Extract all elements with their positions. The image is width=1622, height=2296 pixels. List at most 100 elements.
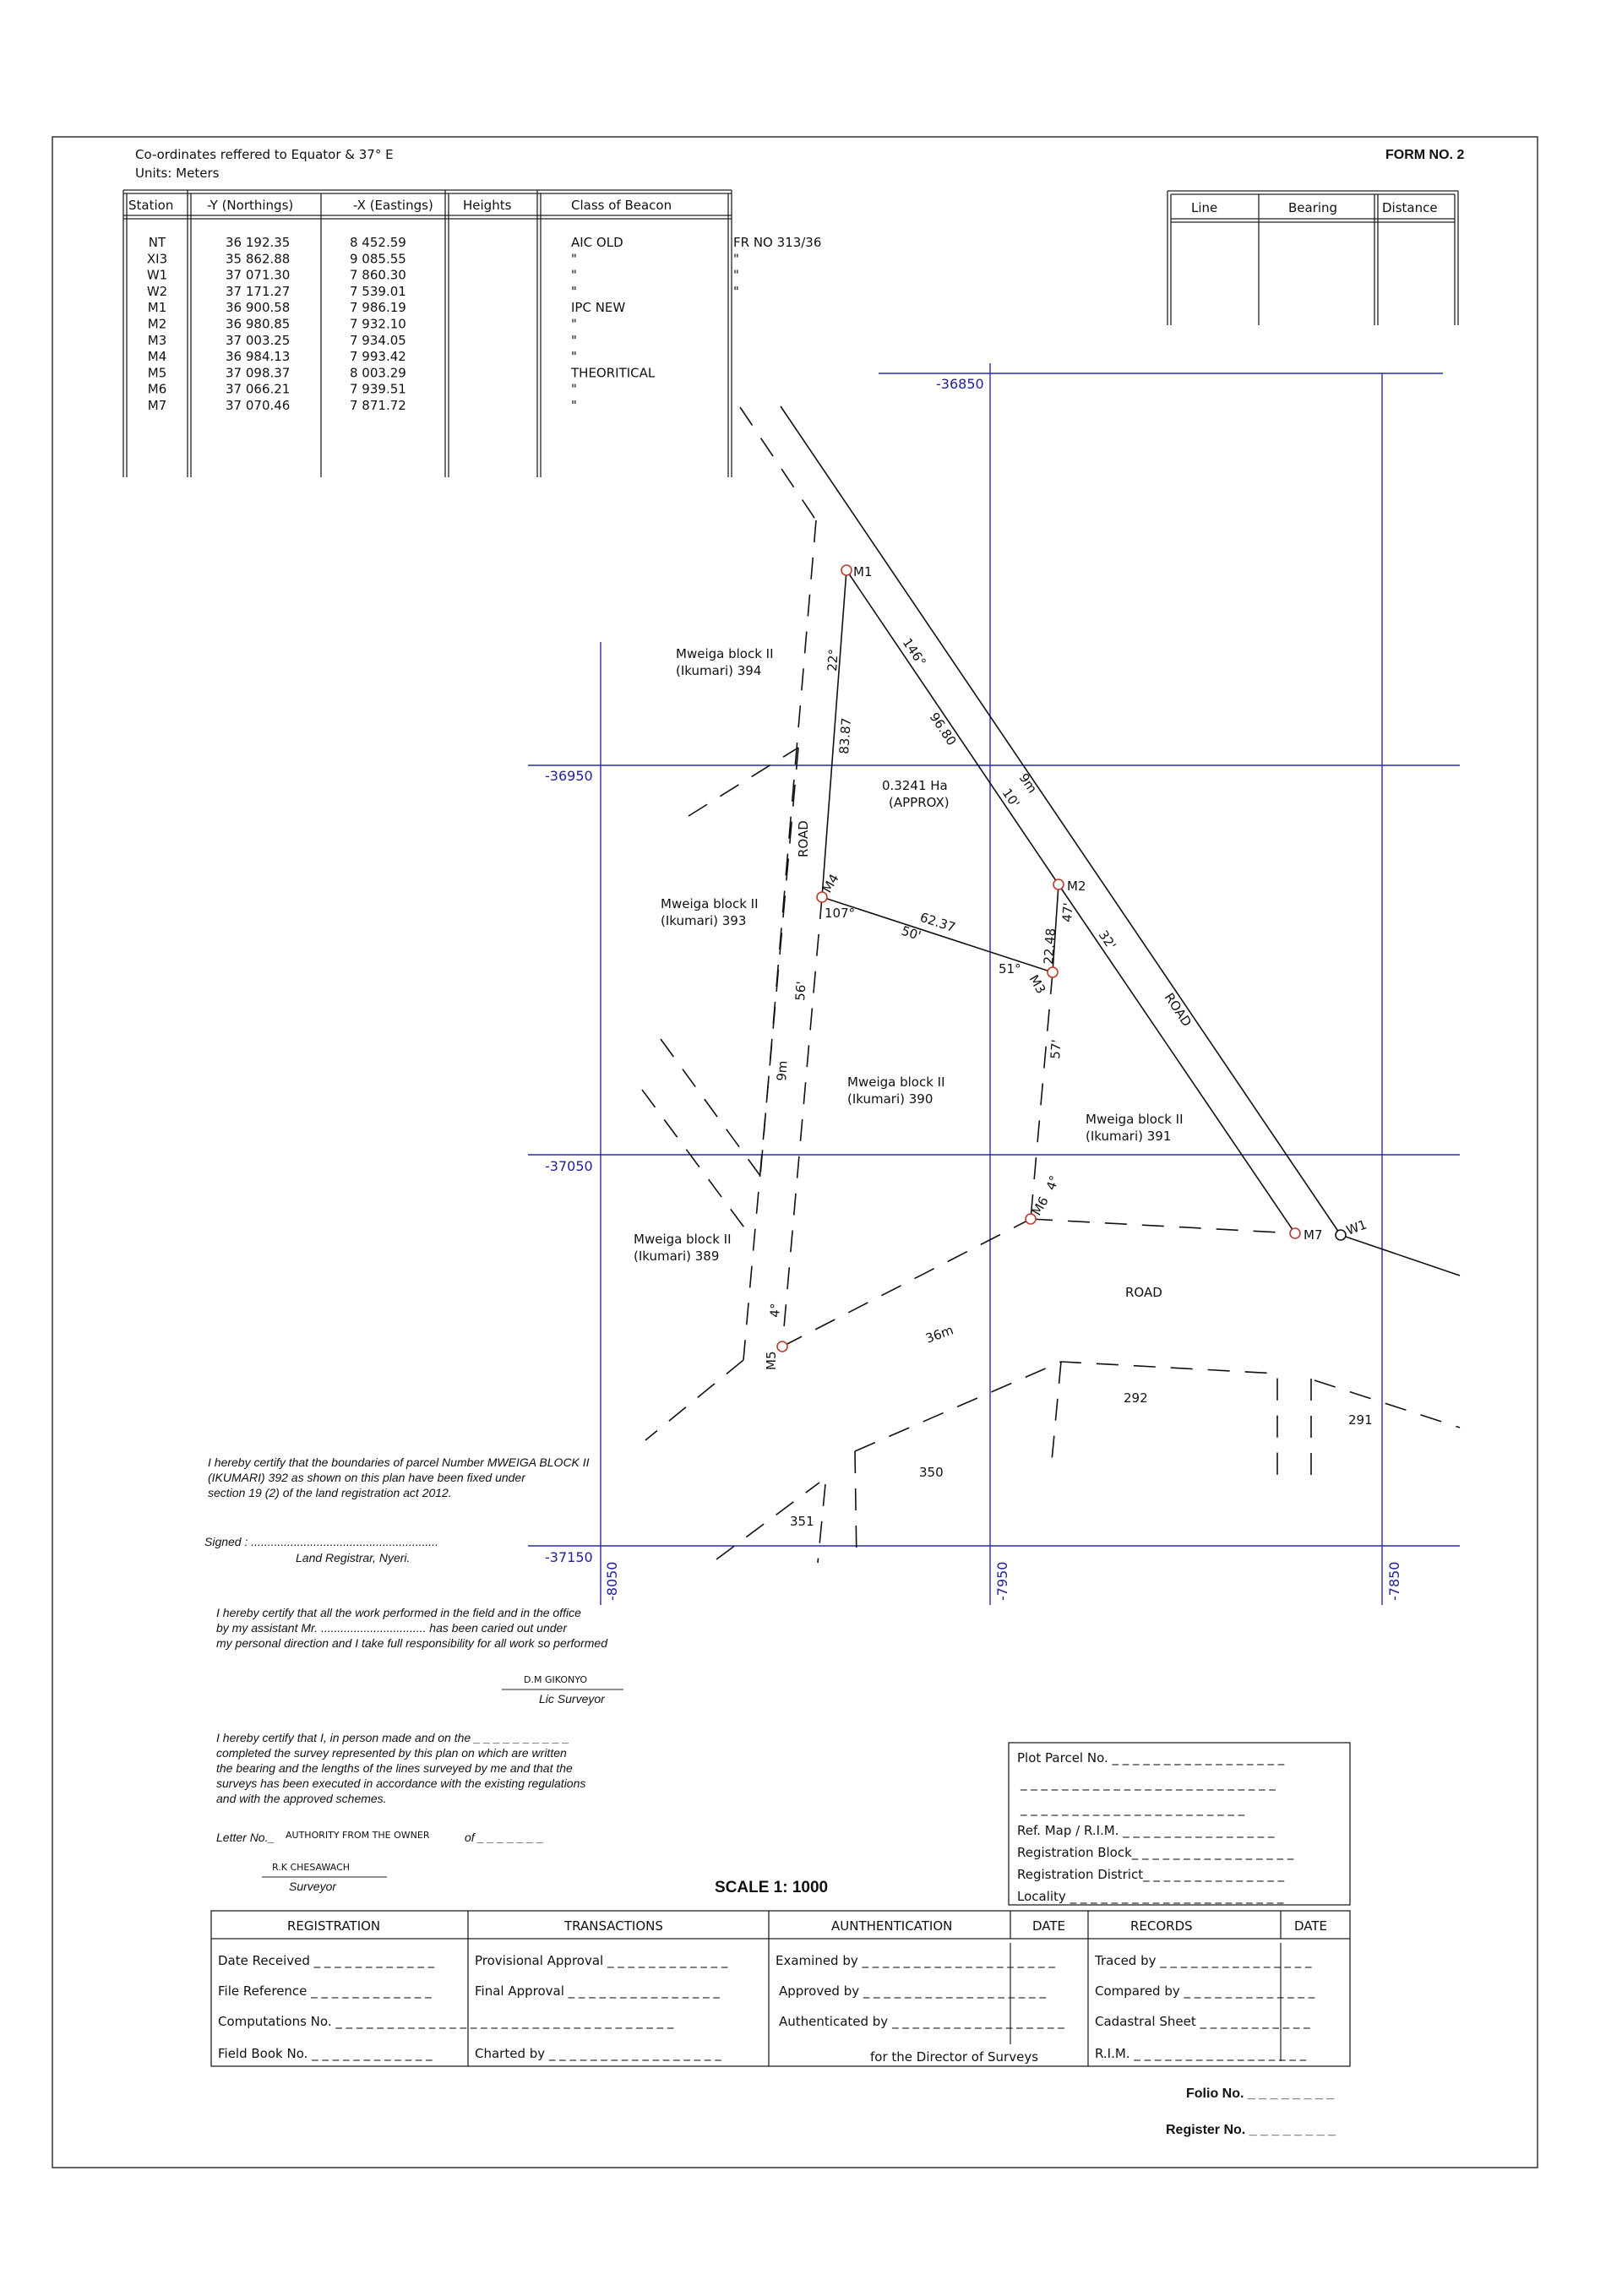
registration-block: Registration Block_ _ _ _ _ _ _ _ _ _ _ …	[1017, 1845, 1294, 1861]
road-edge-dashed-top	[739, 406, 817, 521]
register-no: Register No. _ _ _ _ _ _ _ _	[1166, 2123, 1336, 2137]
cert3-line5: and with the approved schemes.	[216, 1792, 387, 1805]
col-northings: -Y (Northings)	[207, 198, 293, 213]
cert1-line2: (IKUMARI) 392 as shown on this plan have…	[208, 1471, 526, 1484]
parcel-391-sub: (Ikumari) 391	[1086, 1129, 1171, 1144]
boundary-350-west	[854, 1450, 857, 1564]
boundary-dashed-394	[688, 747, 799, 817]
parcel-389-name: Mweiga block II	[634, 1232, 732, 1247]
dim-m1m4-bearing: 22°	[825, 648, 841, 672]
computations-no: Computations No. _ _ _ _ _ _ _ _ _ _ _ _…	[218, 2014, 674, 2030]
cert3-line3: the bearing and the lengths of the lines…	[216, 1761, 573, 1775]
letter-prefix: Letter No._	[216, 1831, 275, 1844]
cert3-line1: I hereby certify that I, in person made …	[216, 1731, 569, 1744]
parcel-393-name: Mweiga block II	[661, 896, 759, 911]
grid-label-e-7850: -7850	[1386, 1562, 1402, 1602]
dim-offset-top: 10'	[999, 786, 1023, 810]
beacon-m1	[841, 564, 852, 576]
letter-suffix: of _ _ _ _ _ _ _	[465, 1831, 543, 1844]
plot-blank-2: _ _ _ _ _ _ _ _ _ _ _ _ _ _ _ _ _ _ _ _ …	[1020, 1801, 1245, 1817]
hdr-date-2: DATE	[1294, 1918, 1327, 1934]
registration-district: Registration District_ _ _ _ _ _ _ _ _ _…	[1017, 1867, 1285, 1883]
label-m3: M3	[1026, 972, 1049, 996]
cert1-line3: section 19 (2) of the land registration …	[208, 1486, 452, 1499]
coord-reference: Co-ordinates reffered to Equator & 37° E	[135, 147, 394, 162]
boundary-m5-m6	[781, 1218, 1031, 1347]
col-bearing: Bearing	[1288, 200, 1337, 215]
grid-label-n-36850: -36850	[936, 376, 984, 392]
cell-easting: 9 085.55	[350, 251, 406, 266]
cell-class: "	[571, 268, 577, 283]
hdr-registration: REGISTRATION	[287, 1918, 380, 1934]
cell-station: M6	[148, 382, 167, 397]
beacon-m7	[1289, 1227, 1301, 1239]
plot-351: 351	[790, 1514, 814, 1529]
cell-northing: 36 980.85	[226, 317, 290, 332]
parcel-area: 0.3241 Ha	[882, 778, 948, 793]
cell-northing: 37 003.25	[226, 333, 290, 348]
cell-northing: 36 900.58	[226, 300, 290, 315]
plot-350: 350	[919, 1465, 944, 1480]
cell-class: "	[571, 317, 577, 332]
boundary-m3-m6	[1030, 971, 1053, 1220]
cell-station: M4	[148, 349, 167, 364]
cell-northing: 37 070.46	[226, 398, 290, 413]
field-book-no: Field Book No. _ _ _ _ _ _ _ _ _ _ _ _	[218, 2046, 433, 2062]
dim-m5-angle: 4°	[767, 1303, 783, 1318]
hdr-authentication: AUNTHENTICATION	[831, 1918, 952, 1934]
parcel-393-sub: (Ikumari) 393	[661, 913, 746, 928]
boundary-292-350	[1050, 1361, 1062, 1471]
plot-parcel-no: Plot Parcel No. _ _ _ _ _ _ _ _ _ _ _ _ …	[1017, 1750, 1285, 1766]
label-m2: M2	[1067, 879, 1086, 894]
beacon-m5	[776, 1341, 788, 1352]
plot-291: 291	[1348, 1412, 1373, 1428]
authenticated-by: Authenticated by _ _ _ _ _ _ _ _ _ _ _ _…	[779, 2014, 1064, 2030]
col-heights: Heights	[463, 198, 512, 213]
cell-station: M7	[148, 398, 167, 413]
cell-station: W2	[147, 284, 167, 299]
parcel-390-sub: (Ikumari) 390	[847, 1091, 933, 1107]
boundary-m2-m3	[1052, 884, 1059, 973]
boundary-351	[817, 1483, 826, 1564]
cell-easting: 8 003.29	[350, 365, 406, 380]
certificate-registrar: I hereby certify that the boundaries of …	[204, 1455, 590, 1564]
dim-road-width-left: 9m	[774, 1060, 791, 1081]
director-of-surveys: for the Director of Surveys	[870, 2049, 1038, 2065]
cell-class: "	[571, 251, 577, 266]
parcel-389-sub: (Ikumari) 389	[634, 1249, 719, 1264]
cell-easting: 7 993.42	[350, 349, 406, 364]
charted-by: Charted by _ _ _ _ _ _ _ _ _ _ _ _ _ _ _…	[475, 2046, 721, 2062]
cert1-line1: I hereby certify that the boundaries of …	[208, 1455, 590, 1469]
signed-line: Signed : ...............................…	[204, 1535, 438, 1548]
dim-m2m3-distance: 22.48	[1041, 928, 1059, 965]
dim-m4-angle: 107°	[825, 906, 855, 921]
locality: Locality _ _ _ _ _ _ _ _ _ _ _ _ _ _ _ _…	[1017, 1889, 1284, 1905]
rim-record: R.I.M. _ _ _ _ _ _ _ _ _ _ _ _ _ _ _ _ _	[1095, 2046, 1307, 2062]
grid-label-e-7950: -7950	[994, 1562, 1010, 1602]
file-reference: File Reference _ _ _ _ _ _ _ _ _ _ _ _	[218, 1983, 432, 1999]
parcel-area-note: (APPROX)	[889, 795, 950, 810]
surveyor2-title: Surveyor	[289, 1880, 337, 1893]
approved-by: Approved by _ _ _ _ _ _ _ _ _ _ _ _ _ _ …	[779, 1983, 1046, 1999]
cell-easting: 7 934.05	[350, 333, 406, 348]
units-label: Units: Meters	[135, 166, 220, 181]
label-w1: W1	[1344, 1217, 1369, 1238]
map-linework	[641, 405, 1461, 1564]
coordinate-grid: -36850 -36950 -37050 -37150 -8050 -7950 …	[528, 363, 1460, 1605]
date-received: Date Received _ _ _ _ _ _ _ _ _ _ _ _	[218, 1953, 435, 1969]
sheet-frame	[52, 136, 1538, 2168]
road-label-south: ROAD	[1125, 1285, 1162, 1300]
plot-292: 292	[1124, 1390, 1148, 1406]
parcel-391-name: Mweiga block II	[1086, 1112, 1184, 1127]
cell-class: "	[571, 398, 577, 413]
certificate-survey: I hereby certify that I, in person made …	[216, 1731, 585, 1893]
cell-easting: 7 939.51	[350, 382, 406, 397]
cell-station: M1	[148, 300, 167, 315]
registration-table: REGISTRATION TRANSACTIONS AUNTHENTICATIO…	[210, 1910, 1351, 2067]
